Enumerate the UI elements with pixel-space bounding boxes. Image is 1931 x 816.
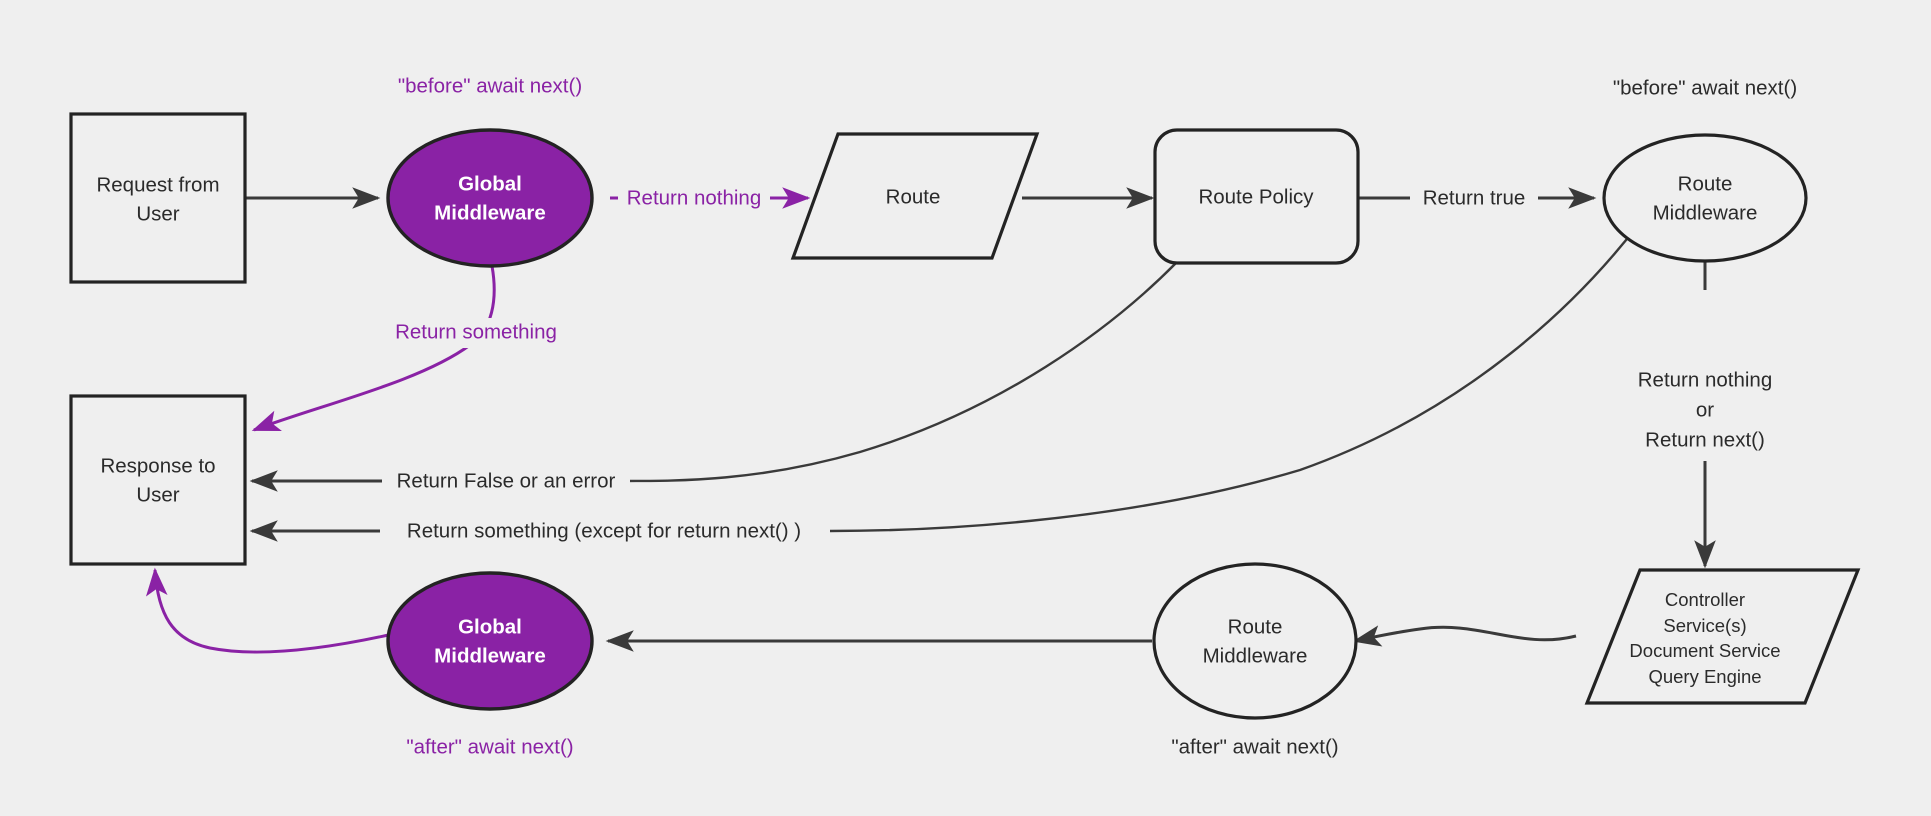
node-route-middleware-top[interactable]: Route Middleware — [1602, 133, 1808, 263]
edge-label-return-true: Return true — [1423, 186, 1526, 209]
return-true-label-bg — [1410, 183, 1538, 213]
edge-route-middleware-return-something — [829, 224, 1639, 533]
return-something-label-bg — [378, 318, 568, 348]
route-middleware-bottom-label-line2: Middleware — [1203, 644, 1308, 667]
global-middleware-bottom-shape — [386, 571, 594, 711]
node-global-middleware-bottom[interactable]: Global Middleware — [386, 571, 594, 711]
controller-label-line1: Controller — [1665, 589, 1745, 610]
edge-label-return-nothing-or-line3: Return next() — [1645, 428, 1765, 451]
edge-label-return-nothing-or-line1: Return nothing — [1638, 368, 1772, 391]
controller-shape — [1584, 568, 1861, 705]
route-middleware-top-shape — [1602, 133, 1808, 263]
return-nothing-label-bg — [618, 183, 770, 213]
annotation-before-await-next-global: "before" await next() — [398, 74, 582, 97]
route-middleware-top-label-line2: Middleware — [1653, 201, 1758, 224]
global-middleware-bottom-label-line2: Middleware — [434, 644, 546, 667]
global-middleware-bottom-label-line1: Global — [458, 615, 522, 638]
node-route-middleware-bottom[interactable]: Route Middleware — [1152, 562, 1358, 720]
request-from-user-shape — [69, 112, 247, 284]
global-middleware-top-label-line2: Middleware — [434, 201, 546, 224]
return-nothing-or-label-bg — [1614, 363, 1798, 461]
node-global-middleware-top[interactable]: Global Middleware — [386, 128, 594, 268]
node-controller-services[interactable]: Controller Service(s) Document Service Q… — [1584, 568, 1861, 705]
request-from-user-label-line2: User — [136, 202, 179, 225]
edge-global-middleware-return-something — [251, 265, 496, 432]
edge-route-policy-return-false — [624, 261, 1178, 483]
controller-label-line2: Service(s) — [1663, 615, 1746, 636]
edge-controller-to-route-middleware-bottom — [1352, 625, 1577, 647]
node-response-to-user[interactable]: Response to User — [69, 394, 247, 566]
node-request-from-user[interactable]: Request from User — [69, 112, 247, 284]
response-to-user-shape — [69, 394, 247, 566]
node-route[interactable]: Route — [790, 132, 1040, 260]
return-false-label-bg — [382, 466, 630, 496]
response-to-user-label-line2: User — [136, 483, 179, 506]
edge-label-return-nothing-or-line2: or — [1696, 398, 1714, 421]
global-middleware-top-shape — [386, 128, 594, 268]
annotation-after-await-next-global: "after" await next() — [406, 735, 573, 758]
route-policy-shape — [1153, 128, 1360, 265]
edge-label-return-something-except: Return something (except for return next… — [407, 519, 801, 542]
edge-global-middleware-bottom-to-response — [145, 567, 394, 654]
controller-label-line3: Document Service — [1629, 640, 1780, 661]
route-middleware-bottom-shape — [1152, 562, 1358, 720]
annotation-before-await-next-route: "before" await next() — [1613, 76, 1797, 99]
route-shape — [790, 132, 1040, 260]
node-route-policy[interactable]: Route Policy — [1153, 128, 1360, 265]
return-something-except-label-bg — [380, 516, 828, 546]
route-middleware-bottom-label-line1: Route — [1228, 615, 1283, 638]
annotation-after-await-next-route: "after" await next() — [1171, 735, 1338, 758]
edge-label-return-nothing: Return nothing — [627, 186, 761, 209]
route-middleware-top-label-line1: Route — [1678, 172, 1733, 195]
request-from-user-label-line1: Request from — [96, 173, 219, 196]
edge-label-return-false-or-error: Return False or an error — [397, 469, 616, 492]
controller-label-line4: Query Engine — [1648, 666, 1761, 687]
route-policy-label: Route Policy — [1198, 185, 1314, 208]
route-label: Route — [886, 185, 941, 208]
edge-label-return-something: Return something — [395, 320, 557, 343]
response-to-user-label-line1: Response to — [100, 454, 215, 477]
global-middleware-top-label-line1: Global — [458, 172, 522, 195]
